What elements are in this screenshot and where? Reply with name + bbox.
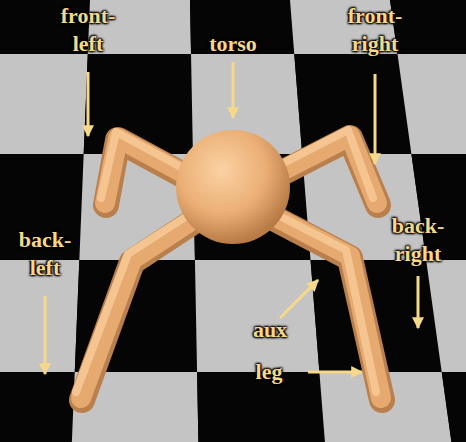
part-label: back-right xyxy=(378,212,458,268)
part-label: back-left xyxy=(5,226,85,282)
part-label: front-left xyxy=(48,2,128,58)
pointer-arrow xyxy=(44,296,47,374)
leg-highlight xyxy=(76,130,376,392)
pointer-arrow xyxy=(280,280,318,318)
part-label: leg xyxy=(229,358,309,386)
floor-tile xyxy=(398,54,466,154)
part-label: aux xyxy=(230,316,310,344)
torso-sphere xyxy=(176,130,290,244)
pointer-arrow xyxy=(232,62,235,118)
floor-tile xyxy=(442,372,466,442)
part-label: front-right xyxy=(335,2,415,58)
pointer-arrow xyxy=(87,72,90,136)
pointer-arrows xyxy=(45,62,418,374)
pointer-arrow xyxy=(308,371,362,374)
pointer-arrow xyxy=(374,74,377,164)
ant-body xyxy=(76,130,382,400)
pointer-arrow xyxy=(417,276,420,328)
floor-tile xyxy=(0,372,75,442)
floor-tile xyxy=(195,260,319,372)
floor-tile xyxy=(0,54,88,154)
part-label: torso xyxy=(193,30,273,58)
floor-tile xyxy=(426,260,466,372)
